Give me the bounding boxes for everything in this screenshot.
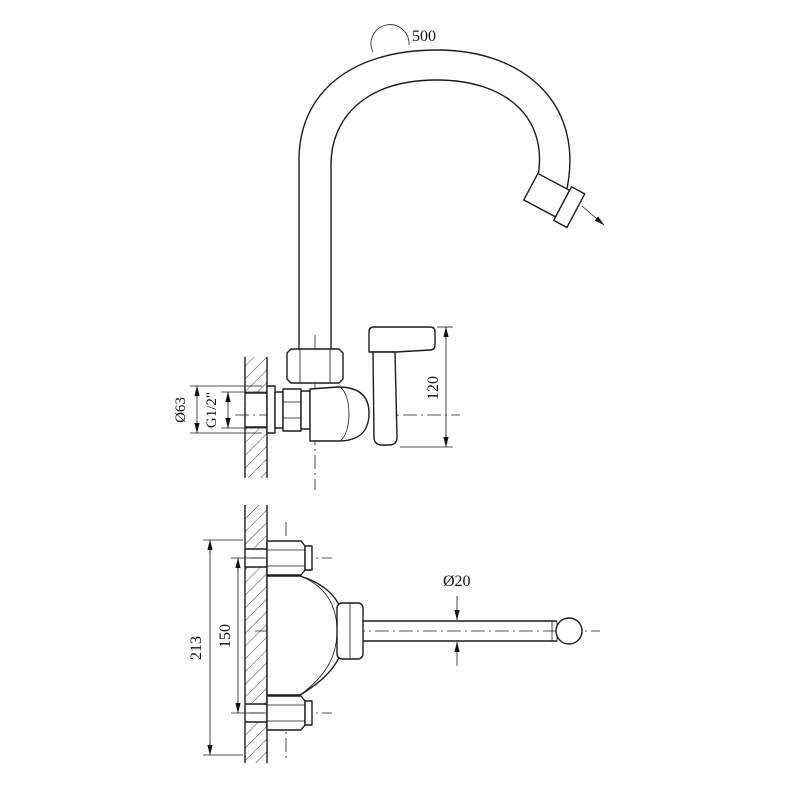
faucet-body-front: [266, 575, 346, 696]
front-view: 213 150 Ø20: [188, 505, 600, 763]
valve-body-detail-arc: [339, 386, 350, 442]
wall-section-front: [244, 505, 268, 763]
wall-flange: [266, 385, 276, 434]
flow-direction-arrow: [581, 205, 605, 226]
wall-hatch-front: [245, 505, 267, 763]
spout-front: [336, 602, 583, 660]
side-view: Ø63 G1/2" 120: [173, 326, 460, 490]
spout-nozzle: [523, 172, 586, 229]
hex-nut-side: [282, 388, 302, 432]
gooseneck-spout-view: 500: [298, 24, 605, 349]
dimension-centers-distance: 150: [217, 557, 266, 714]
dimension-overall-height: 213: [188, 539, 243, 756]
dimension-body-height: 120: [400, 326, 453, 448]
dim-label-centers-distance: 150: [217, 624, 234, 648]
nozzle-tip-band: [552, 186, 586, 229]
spout-end-cap: [555, 617, 583, 645]
dimension-thread-size: G1/2": [204, 391, 266, 429]
dim-label-body-height: 120: [425, 376, 442, 400]
dim-label-spout-radius: 500: [412, 28, 436, 45]
handle-lever: [368, 326, 436, 353]
bottom-inlet-nut: [266, 695, 313, 731]
handle-side: [368, 326, 436, 446]
dim-label-overall-height: 213: [188, 636, 205, 660]
dimension-spout-diameter: Ø20: [443, 573, 471, 666]
dimension-flange-diameter: Ø63: [173, 385, 262, 434]
handle-blade: [372, 351, 398, 446]
dim-label-spout-diameter: Ø20: [443, 573, 471, 590]
spout-union-nut: [286, 348, 344, 384]
top-inlet-nut: [266, 540, 313, 576]
wall-connector: [266, 385, 311, 434]
radius-arc-symbol: [370, 24, 410, 53]
spout-outer-curve: [298, 49, 571, 349]
connector-ring: [300, 390, 311, 430]
dim-label-thread-size: G1/2": [204, 392, 220, 428]
wall-section-side: [244, 357, 268, 478]
wall-pipe-cutout: [246, 392, 266, 428]
dim-label-flange-diameter: Ø63: [173, 397, 189, 423]
spout-inner-curve: [330, 79, 541, 349]
thread-nipple: [274, 391, 284, 429]
valve-body-side: [309, 386, 370, 442]
